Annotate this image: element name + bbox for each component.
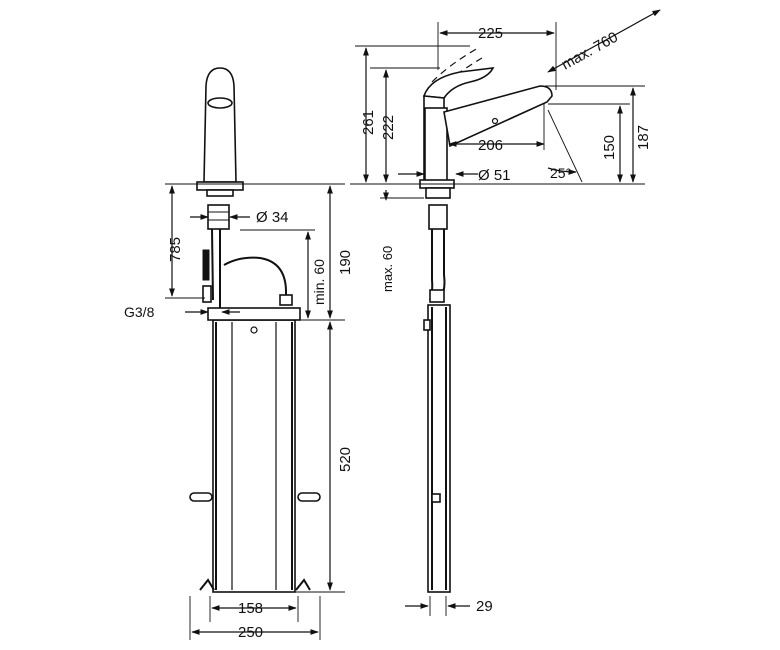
dim-d51: Ø 51	[478, 167, 511, 184]
dim-d34: Ø 34	[256, 209, 289, 226]
hose-weight-housing	[212, 319, 296, 593]
dim-25deg: 25°	[550, 165, 571, 181]
dim-187: 187	[635, 125, 652, 150]
faucet-body-front	[203, 67, 237, 183]
dim-29: 29	[476, 598, 493, 615]
side-view: 225 max. 760 261 222 206 150 187 25° Ø 5…	[350, 9, 661, 616]
dim-222: 222	[380, 115, 397, 140]
dim-206: 206	[478, 137, 503, 154]
dim-max760: max. 760	[559, 29, 621, 74]
dim-150: 150	[601, 135, 618, 160]
dim-261: 261	[360, 110, 377, 135]
clip-left	[189, 492, 213, 502]
clip-right	[297, 492, 321, 502]
front-view: 785 Ø 34 190 min. 60 G3/8 520 158 250	[124, 67, 354, 641]
dim-250: 250	[238, 624, 263, 641]
dim-g38: G3/8	[124, 304, 155, 320]
lever-handle	[422, 67, 495, 99]
pullout-spout	[443, 85, 553, 148]
dim-max60: max. 60	[380, 246, 395, 292]
lever-raised-position	[431, 47, 479, 83]
dim-158: 158	[238, 600, 263, 617]
dim-225: 225	[478, 25, 503, 42]
mounting-nut	[207, 204, 230, 230]
base-plate-front	[196, 181, 244, 191]
dim-520: 520	[337, 447, 354, 472]
dim-min60: min. 60	[311, 259, 327, 305]
supply-hose-left	[211, 228, 214, 301]
supply-hose-curved	[223, 256, 287, 300]
hose-guide-side	[427, 304, 451, 593]
dim-190: 190	[337, 250, 354, 275]
dim-785: 785	[167, 237, 184, 262]
spout-outlet-front	[207, 97, 233, 109]
